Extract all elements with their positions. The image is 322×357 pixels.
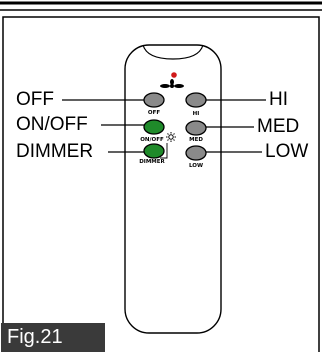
fan-icon	[160, 79, 184, 88]
on-off-button-text: ON/OFF	[140, 137, 164, 143]
remote-body	[124, 44, 222, 334]
indicator-led	[171, 72, 177, 78]
off-button[interactable]	[143, 92, 165, 108]
med-button[interactable]	[185, 120, 207, 136]
med-button-text: MED	[189, 137, 203, 143]
figure-caption: Fig.21	[1, 323, 105, 352]
dimmer-callout: DIMMER	[16, 141, 94, 162]
on-off-callout: ON/OFF	[16, 114, 88, 135]
on-off-button[interactable]	[143, 119, 165, 135]
off-button-text: OFF	[148, 110, 160, 116]
dimmer-bracket	[160, 143, 168, 159]
low-button[interactable]	[185, 145, 207, 161]
dimmer-button-text: DIMMER	[139, 159, 165, 165]
low-button-text: LOW	[189, 163, 203, 169]
remote-top-arc	[142, 44, 204, 60]
dimmer-button[interactable]	[143, 143, 165, 159]
med-callout: MED	[257, 116, 300, 137]
light-icon	[166, 132, 176, 142]
hi-button-text: HI	[193, 111, 200, 117]
hi-callout: HI	[269, 89, 288, 110]
low-callout: LOW	[265, 141, 309, 162]
hi-button[interactable]	[185, 92, 207, 108]
off-callout: OFF	[16, 89, 54, 110]
